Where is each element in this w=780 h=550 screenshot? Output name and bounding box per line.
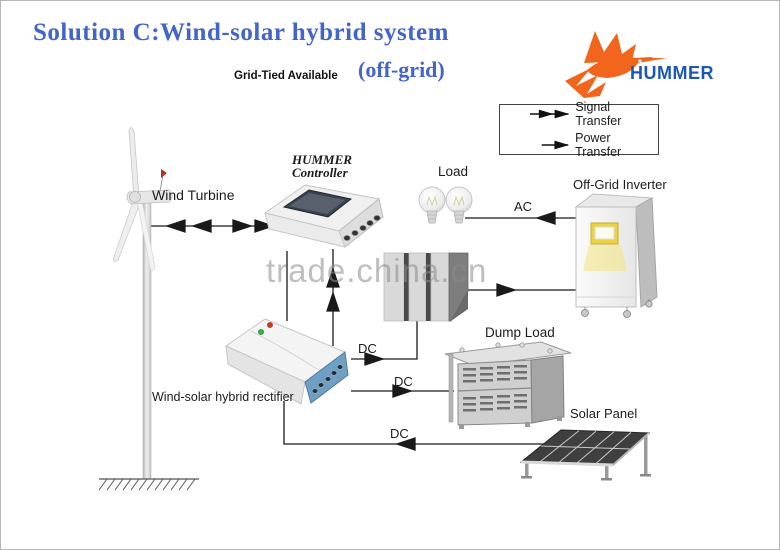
- dump-load-graphic: [444, 341, 572, 429]
- legend-item-signal: Signal Transfer: [530, 100, 658, 128]
- connection-lines: [151, 211, 577, 451]
- load-label: Load: [438, 164, 469, 179]
- subtitle-grid-tied: Grid-Tied Available: [234, 70, 338, 82]
- dump-load-label: Dump Load: [485, 325, 555, 340]
- connection-rectifier-controller-signal: [326, 249, 340, 346]
- connection-rectifier-dump-load: [351, 384, 454, 398]
- inverter-graphic: [574, 193, 658, 318]
- power-transfer-arrow-icon: [541, 140, 570, 150]
- ac-connection-label: AC: [514, 199, 533, 214]
- battery-graphic: [383, 252, 469, 322]
- connection-battery-inverter: [468, 283, 577, 297]
- inverter-label: Off-Grid Inverter: [573, 177, 667, 192]
- controller-label: HUMMER Controller: [292, 153, 352, 179]
- rectifier-led-green: [258, 329, 264, 335]
- watermark-text: trade.china.cn: [266, 252, 488, 289]
- connection-solar-rectifier: [283, 401, 546, 451]
- dump-load-vents: [463, 365, 527, 412]
- legend-box: Signal Transfer Power Transfer: [499, 100, 659, 159]
- rectifier-ports: [311, 364, 344, 394]
- controller-ports: [343, 215, 381, 241]
- connection-inverter-load: [465, 211, 577, 225]
- wind-turbine-label: Wind Turbine: [152, 187, 235, 203]
- page-title: Solution C:Wind-solar hybrid system: [33, 19, 449, 46]
- wind-turbine-graphic: [98, 127, 199, 491]
- dc-dump-load-connection-label: DC: [394, 374, 413, 389]
- dc-battery-connection-label: DC: [358, 341, 377, 356]
- rectifier-led-red: [267, 322, 273, 328]
- load-bulbs-graphic: [418, 186, 473, 224]
- controller-label-line1: HUMMER: [292, 152, 352, 167]
- rectifier-label: Wind-solar hybrid rectifier: [152, 390, 294, 404]
- connection-rectifier-battery: [351, 321, 418, 366]
- legend-power-label: Power Transfer: [575, 131, 622, 159]
- rectifier-graphic: [224, 318, 349, 405]
- hummer-logo-text: HUMMER: [630, 63, 714, 83]
- dump-load-screws: [459, 342, 553, 354]
- legend-signal-label: Signal Transfer: [575, 100, 622, 128]
- controller-label-line2: Controller: [292, 165, 348, 180]
- signal-transfer-arrow-icon: [530, 109, 570, 119]
- wind-vane-tip: [161, 169, 167, 178]
- hummer-bird-icon: [565, 31, 667, 98]
- solar-panel-label: Solar Panel: [570, 406, 638, 421]
- controller-graphic: [263, 184, 384, 248]
- solar-cell-grid: [538, 430, 632, 465]
- legend-item-power: Power Transfer: [530, 131, 658, 159]
- connection-turbine-controller: [151, 219, 276, 233]
- solar-panel-graphic: [519, 429, 651, 481]
- ground-hatching: [98, 478, 196, 491]
- inverter-casters: [581, 299, 653, 318]
- dc-solar-connection-label: DC: [390, 426, 409, 441]
- subtitle-off-grid: (off-grid): [358, 57, 445, 82]
